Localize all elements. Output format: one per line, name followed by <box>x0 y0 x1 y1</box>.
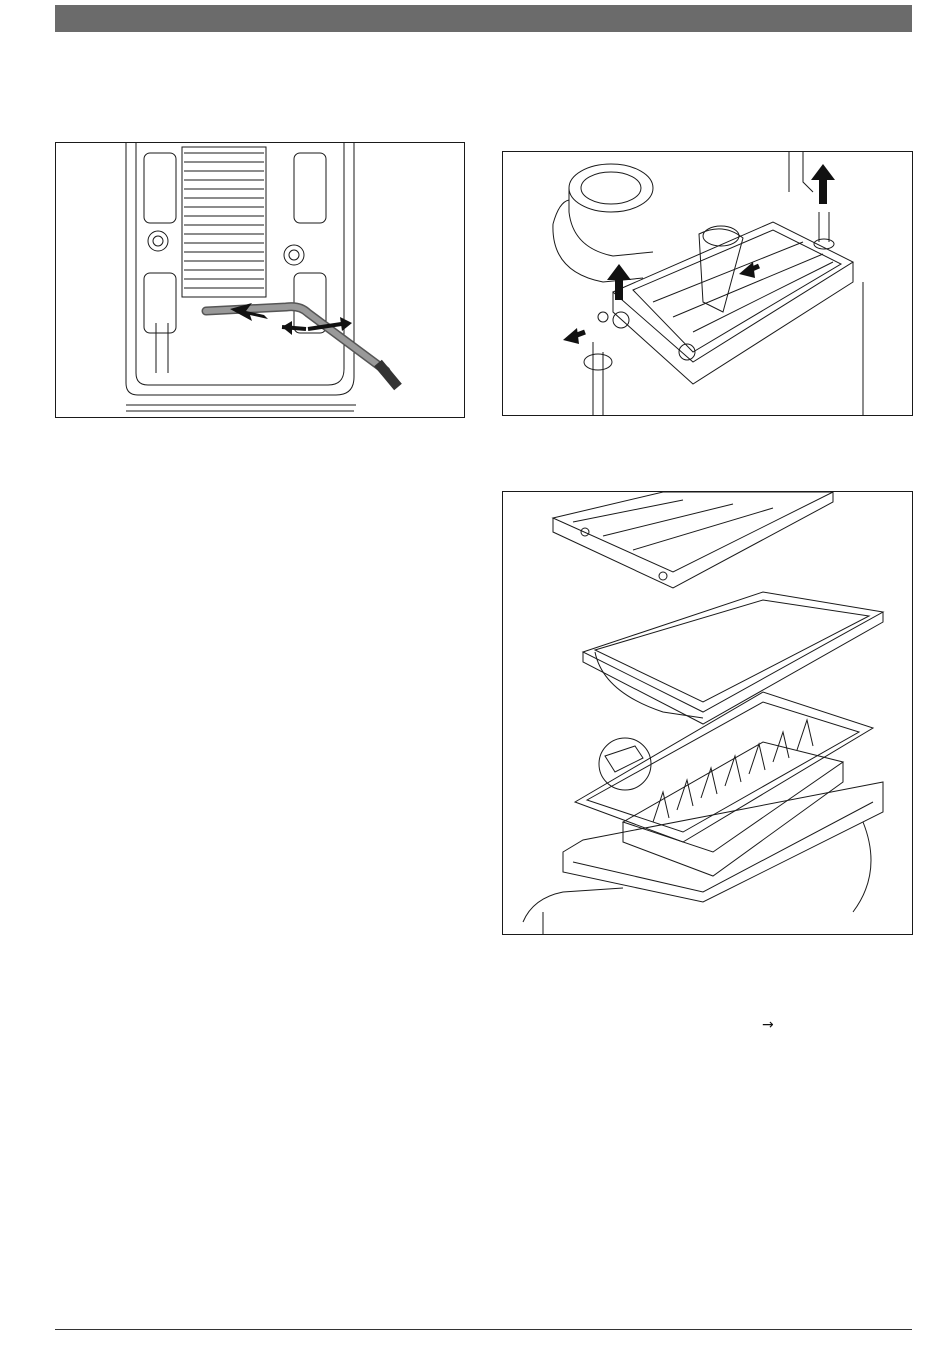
tray-fin <box>653 792 669 822</box>
burner-removal-illustration <box>503 152 912 415</box>
tray-fin <box>797 720 813 750</box>
figure-burner-removal <box>502 151 913 416</box>
tray-fin <box>725 756 741 786</box>
brush-cleaning-heat-exchanger-illustration <box>56 143 464 417</box>
header-bar <box>55 5 912 32</box>
tray-fin <box>701 768 717 798</box>
burner-exploded-view-illustration <box>503 492 912 934</box>
tray-fin <box>677 780 693 810</box>
figure-burner-exploded-view <box>502 491 913 935</box>
figure-brush-cleaning <box>55 142 465 418</box>
footer-rule <box>55 1329 912 1330</box>
reference-arrow-icon: → <box>762 1018 774 1032</box>
